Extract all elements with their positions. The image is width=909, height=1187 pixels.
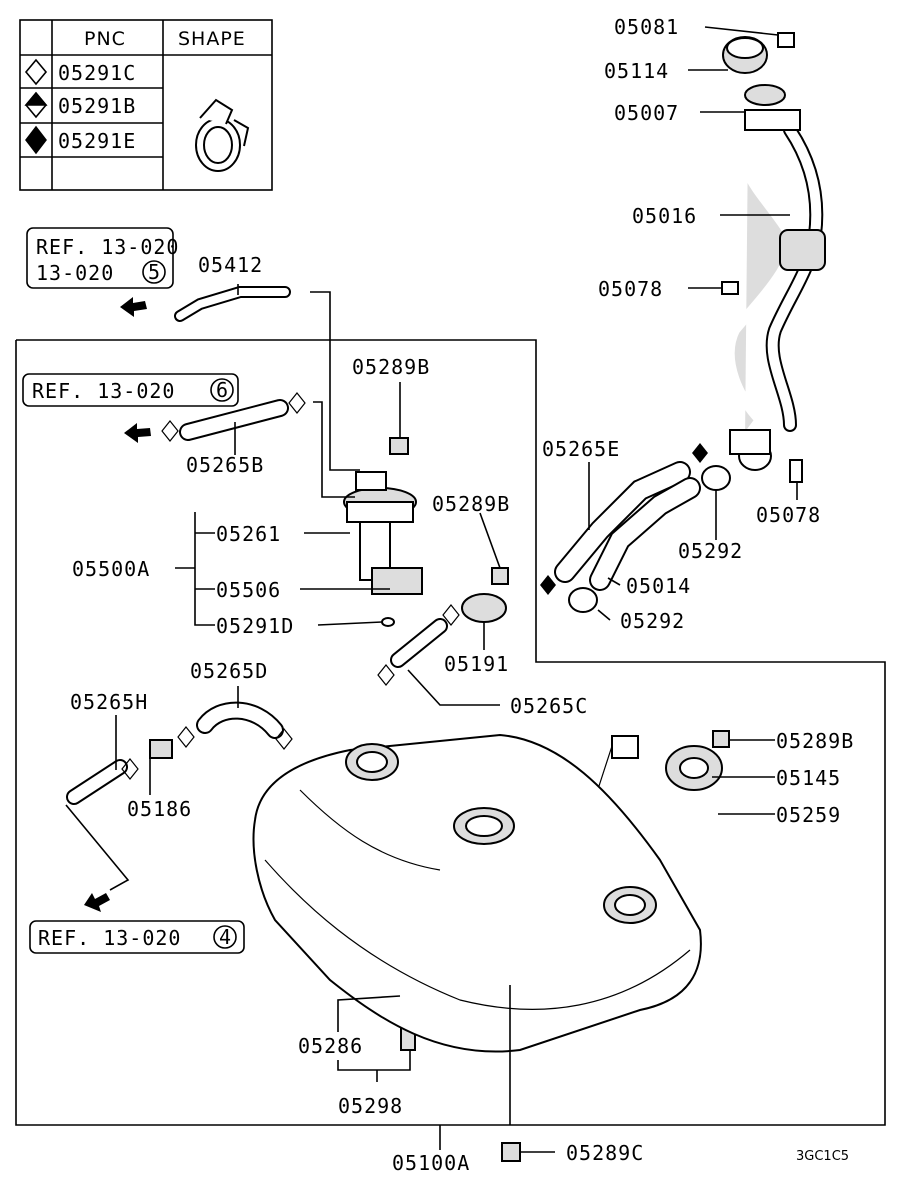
fuel-tank-05100a bbox=[252, 733, 702, 1053]
label-05298: 05298 bbox=[338, 1094, 403, 1118]
nut-05289c-icon bbox=[501, 1142, 521, 1162]
svg-text:5: 5 bbox=[148, 260, 161, 284]
clamp-markers bbox=[121, 392, 708, 780]
svg-text:4: 4 bbox=[219, 925, 232, 949]
nut-05289b-icon bbox=[389, 437, 409, 455]
legend-pnc-05291e: 05291E bbox=[58, 129, 136, 153]
legend-pnc-05291c: 05291C bbox=[58, 61, 136, 85]
label-05506: 05506 bbox=[216, 578, 281, 602]
label-05289b-upper: 05289B bbox=[352, 355, 430, 379]
label-05078-upper: 05078 bbox=[598, 277, 663, 301]
part-labels: 05081 05114 05007 05016 05078 05078 0541… bbox=[70, 15, 854, 1175]
label-05265e: 05265E bbox=[542, 437, 620, 461]
label-05078-lower: 05078 bbox=[756, 503, 821, 527]
label-05014: 05014 bbox=[626, 574, 691, 598]
arrow-left-icon bbox=[84, 297, 151, 912]
svg-text:REF. 13-020: REF. 13-020 bbox=[36, 235, 179, 259]
nut-05289b-icon bbox=[712, 730, 730, 748]
svg-text:6: 6 bbox=[216, 378, 229, 402]
fuel-pump-assembly bbox=[343, 471, 423, 627]
label-05265b: 05265B bbox=[186, 453, 264, 477]
hose-05412 bbox=[174, 286, 291, 322]
valve-05186-icon bbox=[149, 739, 173, 759]
clamp-05292-icon bbox=[568, 465, 731, 613]
legend-pnc-05291b: 05291B bbox=[58, 94, 136, 118]
hose-05265h bbox=[66, 759, 128, 805]
pnc-legend-table: PNC SHAPE 05291C 05291B 05291E bbox=[19, 19, 273, 191]
label-05186: 05186 bbox=[127, 797, 192, 821]
label-05289b-right: 05289B bbox=[776, 729, 854, 753]
ref-box-4: REF. 13-020 4 bbox=[29, 920, 245, 954]
leader-lines bbox=[65, 26, 798, 1153]
gasket-05191-icon bbox=[461, 593, 507, 623]
hose-clamp-icon bbox=[195, 98, 250, 172]
label-05100a: 05100A bbox=[392, 1151, 470, 1175]
hose-05265d bbox=[196, 701, 284, 739]
svg-text:REF. 13-020: REF. 13-020 bbox=[32, 379, 175, 403]
label-05261: 05261 bbox=[216, 522, 281, 546]
label-05265h: 05265H bbox=[70, 690, 148, 714]
label-05191: 05191 bbox=[444, 652, 509, 676]
diagram-code: 3GC1C5 bbox=[796, 1149, 849, 1164]
label-05145: 05145 bbox=[776, 766, 841, 790]
diamond-filled-icon bbox=[25, 125, 47, 155]
svg-text:13-020: 13-020 bbox=[36, 261, 114, 285]
label-05412: 05412 bbox=[198, 253, 263, 277]
label-05016: 05016 bbox=[632, 204, 697, 228]
label-05081: 05081 bbox=[614, 15, 679, 39]
label-05292-lower: 05292 bbox=[620, 609, 685, 633]
svg-text:REF. 13-020: REF. 13-020 bbox=[38, 926, 181, 950]
label-05291d: 05291D bbox=[216, 614, 294, 638]
hose-05265e bbox=[554, 461, 691, 583]
label-05500a: 05500A bbox=[72, 557, 150, 581]
fuel-sender-unit bbox=[565, 735, 723, 835]
nut-05289b-icon bbox=[491, 567, 509, 585]
assembly-boundary bbox=[15, 339, 886, 1126]
ref-box-6: REF. 13-020 6 bbox=[22, 373, 239, 407]
hose-05265b bbox=[179, 399, 289, 441]
legend-header-shape: SHAPE bbox=[178, 28, 246, 50]
ref-box-5: REF. 13-020 13-020 5 bbox=[26, 227, 179, 289]
diamond-outline-icon bbox=[24, 58, 48, 86]
label-05292-upper: 05292 bbox=[678, 539, 743, 563]
hose-05014 bbox=[589, 477, 701, 591]
filler-neck-assembly bbox=[721, 32, 826, 483]
label-05259: 05259 bbox=[776, 803, 841, 827]
label-05286: 05286 bbox=[298, 1034, 363, 1058]
hose-05265c bbox=[390, 618, 448, 668]
label-05007: 05007 bbox=[614, 101, 679, 125]
legend-header-pnc: PNC bbox=[84, 28, 126, 50]
label-05265c: 05265C bbox=[510, 694, 588, 718]
label-05289c: 05289C bbox=[566, 1141, 644, 1165]
label-05289b-middle: 05289B bbox=[432, 492, 510, 516]
label-05265d: 05265D bbox=[190, 659, 268, 683]
label-05114: 05114 bbox=[604, 59, 669, 83]
